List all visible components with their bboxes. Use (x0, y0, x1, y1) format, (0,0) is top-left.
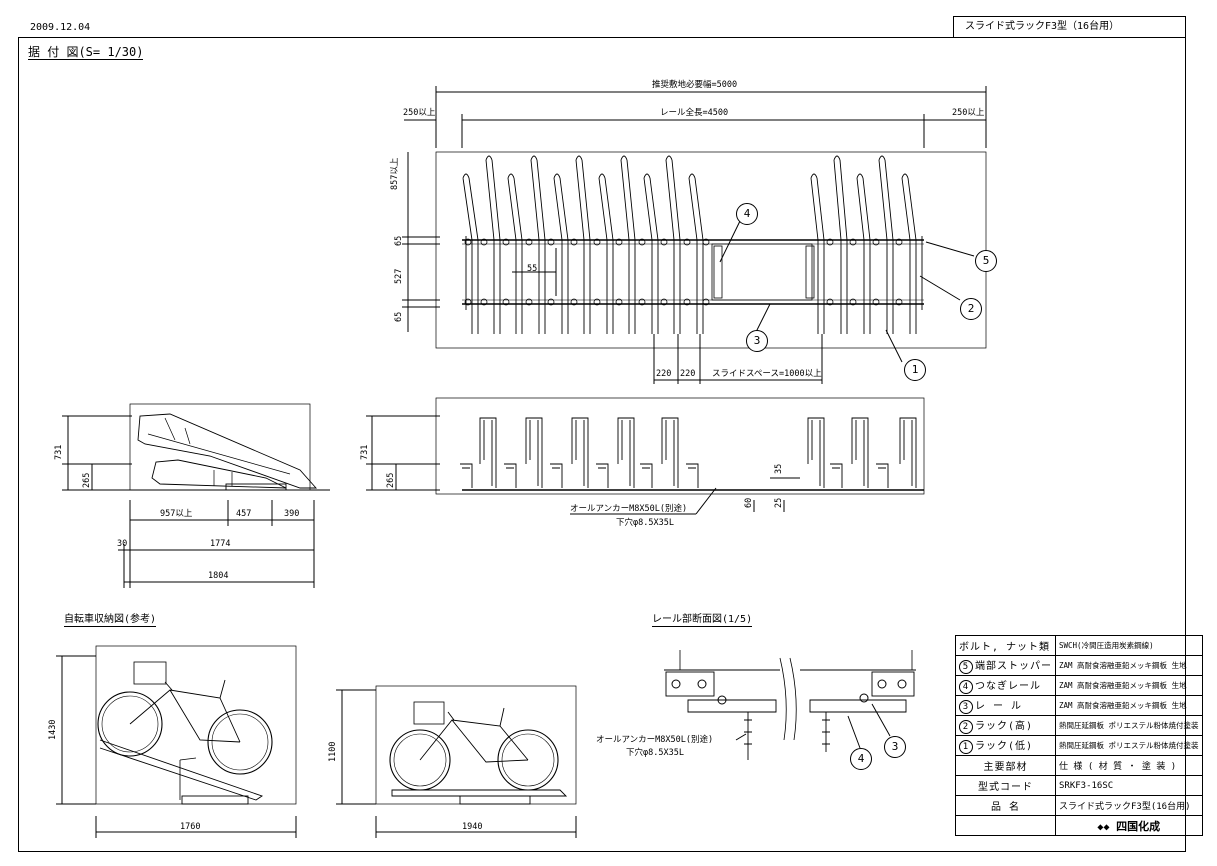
side-view-left (62, 403, 330, 588)
part-number: 5 (959, 660, 973, 674)
bike-view (56, 645, 577, 838)
dim-65-top: 65 (394, 235, 404, 246)
dim-side-265-b: 265 (386, 472, 396, 488)
bike-view-title: 自転車収納図(参考) (64, 614, 157, 627)
part-number: 3 (959, 700, 973, 714)
part-name: ボルト, ナット類 (955, 635, 1056, 656)
callout-4: 4 (736, 203, 758, 225)
dim-bike-w2: 1940 (462, 822, 483, 832)
part-number: 2 (959, 720, 973, 734)
dim-1804: 1804 (208, 571, 229, 581)
dim-65-bottom: 65 (394, 311, 404, 322)
dim-55: 55 (527, 264, 538, 274)
part-number: 4 (959, 680, 973, 694)
drawing-frame (18, 37, 1186, 852)
model-label: 型式コード (955, 775, 1056, 796)
company-name: 四国化成 (1116, 819, 1161, 833)
main-view-title: 据 付 図(S= 1/30) (28, 45, 144, 60)
part-number: 1 (959, 740, 973, 754)
part-spec: ZAM 高耐食溶融亜鉛メッキ鋼板 生地 (1055, 655, 1203, 676)
dim-220-a: 220 (656, 369, 672, 379)
dim-457: 457 (236, 509, 252, 519)
company-cell: ◆◆ 四国化成 (1055, 815, 1203, 836)
hole-note-2: 下穴φ8.5X35L (626, 748, 684, 758)
part-spec: ZAM 高耐食溶融亜鉛メッキ鋼板 生地 (1055, 675, 1203, 696)
company-logo-icon: ◆◆ (1097, 821, 1110, 833)
dim-25: 25 (774, 497, 784, 508)
part-spec: ZAM 高耐食溶融亜鉛メッキ鋼板 生地 (1055, 695, 1203, 716)
part-spec: SWCH(冷間圧造用炭素鋼線) (1055, 635, 1203, 656)
callout-3: 3 (746, 330, 768, 352)
dim-527: 527 (394, 268, 404, 284)
callout-1: 1 (904, 359, 926, 381)
rail-view-title: レール部断面図(1/5) (652, 614, 753, 627)
dim-390: 390 (284, 509, 300, 519)
dim-top-clearance: 857以上 (390, 157, 400, 190)
anchor-note-2: オールアンカーM8X50L(別途) (596, 735, 714, 745)
dim-bike-h2: 1100 (328, 741, 338, 762)
dim-30: 30 (117, 539, 128, 549)
dim-1774: 1774 (210, 539, 231, 549)
anchor-note-1: オールアンカーM8X50L(別途) (570, 504, 688, 514)
table-row: ◆◆ 四国化成 (955, 815, 1203, 836)
dim-rail-length: レール全長=4500 (660, 108, 729, 118)
table-row: 品 名スライド式ラックF3型(16台用) (955, 795, 1203, 816)
callout-rail-3: 3 (884, 736, 906, 758)
drawing-date: 2009.12.04 (30, 22, 91, 33)
callout-rail-4: 4 (850, 748, 872, 770)
title-box (953, 16, 1186, 38)
part-spec: 熱間圧延鋼板 ポリエステル粉体焼付塗装 (1055, 735, 1203, 756)
callout-5: 5 (975, 250, 997, 272)
dim-margin-right: 250以上 (952, 108, 985, 118)
header-left: 主要部材 (955, 755, 1056, 776)
dim-side-265-a: 265 (82, 472, 92, 488)
dim-margin-left: 250以上 (403, 108, 436, 118)
plan-view (402, 86, 987, 384)
rail-section (664, 650, 916, 760)
dim-side-731-a: 731 (54, 444, 64, 460)
dim-side-731-b: 731 (360, 444, 370, 460)
product-title: スライド式ラックF3型（16台用） (965, 21, 1120, 32)
dim-60: 60 (744, 497, 754, 508)
dim-bike-h1: 1430 (48, 719, 58, 740)
dim-220-b: 220 (680, 369, 696, 379)
hole-note-1: 下穴φ8.5X35L (616, 518, 674, 528)
dim-total-width: 推奨敷地必要幅=5000 (652, 80, 738, 90)
dim-957: 957以上 (160, 509, 193, 519)
part-spec: 熱間圧延鋼板 ポリエステル粉体焼付塗装 (1055, 715, 1203, 736)
name-label: 品 名 (955, 795, 1056, 816)
header-right: 仕 様 ( 材 質 ・ 塗 装 ) (1055, 755, 1203, 776)
table-row: 主要部材仕 様 ( 材 質 ・ 塗 装 ) (955, 755, 1203, 776)
dim-slide-space: スライドスペース=1000以上 (712, 369, 822, 379)
front-view (366, 397, 925, 515)
callout-2: 2 (960, 298, 982, 320)
model-value: SRKF3-16SC (1055, 775, 1203, 796)
dim-bike-w1: 1760 (180, 822, 201, 832)
name-value: スライド式ラックF3型(16台用) (1055, 795, 1203, 816)
dim-35: 35 (774, 463, 784, 474)
